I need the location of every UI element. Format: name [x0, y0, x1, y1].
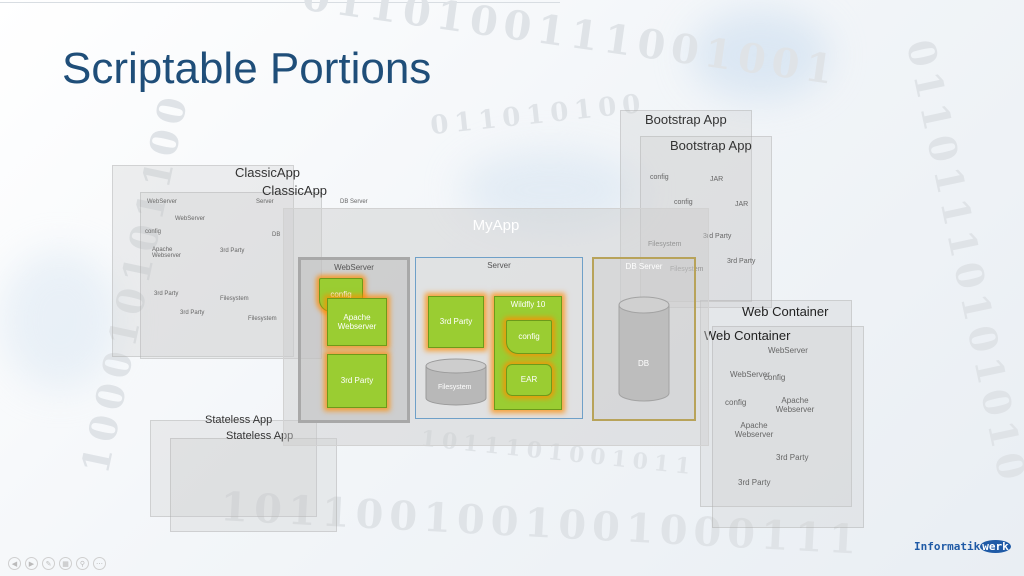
stateless-app-panel-back — [150, 420, 317, 517]
classic-app-label: 3rd Party — [220, 248, 245, 254]
background-glow-right — [690, 10, 830, 100]
bootstrap-app-title-front: Bootstrap App — [670, 138, 752, 153]
classic-app-label: DB — [272, 232, 281, 238]
classic-app-label: Apache Webserver — [152, 247, 181, 259]
classic-app-title-back: ClassicApp — [235, 165, 301, 180]
classic-app-label: WebServer — [175, 216, 205, 222]
db-cylinder — [618, 296, 670, 402]
webserver-box: WebServer config Apache Webserver 3rd Pa… — [298, 257, 410, 423]
classic-app-label: DB Server — [340, 199, 368, 205]
classic-app-label: config — [145, 229, 162, 235]
web-container-label: WebServer — [730, 370, 770, 379]
classic-app-label: WebServer — [147, 199, 177, 205]
slide-title: Scriptable Portions — [62, 44, 432, 93]
myapp-title: MyApp — [472, 217, 520, 234]
previous-slide-icon[interactable]: ◀ — [8, 557, 21, 570]
web-container-label: 3rd Party — [738, 478, 771, 487]
apache-webserver-block: Apache Webserver — [327, 298, 387, 346]
classic-app-label: 3rd Party — [154, 291, 179, 297]
web-container-label: WebServer — [768, 346, 808, 355]
web-container-title-front: Web Container — [704, 328, 791, 343]
webserver-label: WebServer — [334, 263, 374, 272]
myapp-panel: MyApp WebServer config Apache Webserver … — [283, 208, 709, 446]
bootstrap-app-label: config — [674, 199, 693, 206]
stateless-app-title-front: Stateless App — [226, 430, 294, 442]
web-container-label: 3rd Party — [776, 453, 809, 462]
bootstrap-app-title-back: Bootstrap App — [645, 112, 727, 127]
web-container-panel-front — [712, 326, 864, 528]
server-label: Server — [487, 261, 511, 270]
background-glow-left — [0, 250, 120, 390]
web-container-label: config — [725, 398, 747, 407]
db-server-label: DB Server — [625, 262, 663, 271]
filesystem-label: Filesystem — [438, 384, 472, 391]
more-options-icon[interactable]: ⋯ — [93, 557, 106, 570]
binary-inner-top: 011010100 — [429, 88, 648, 142]
web-container-label: Apache Webserver — [775, 396, 815, 414]
pen-icon[interactable]: ✎ — [42, 557, 55, 570]
bootstrap-app-label: Filesystem — [648, 241, 682, 248]
server-box: Server 3rd Party Filesystem Wildfly 10 c… — [415, 257, 583, 419]
classic-app-label: Filesystem — [220, 296, 249, 302]
bootstrap-app-label: JAR — [710, 176, 724, 183]
ear-block: EAR — [506, 364, 552, 396]
bootstrap-app-label: JAR — [735, 201, 749, 208]
bootstrap-app-panel-front — [640, 136, 772, 308]
web-container-label: config — [764, 373, 786, 382]
classic-app-label: Server — [256, 199, 274, 205]
classic-app-panel-back — [112, 165, 294, 357]
background-glow-center — [460, 150, 640, 230]
slides-grid-icon[interactable]: ▦ — [59, 557, 72, 570]
classic-app-label: 3rd Party — [180, 310, 205, 316]
classic-app-title-front: ClassicApp — [262, 183, 328, 198]
presentation-controls: ◀ ▶ ✎ ▦ ⚲ ⋯ — [8, 557, 106, 570]
db-server-box: DB Server DB — [592, 257, 696, 421]
server-third-party-block: 3rd Party — [428, 296, 484, 348]
stateless-app-title-back: Stateless App — [205, 414, 273, 426]
filesystem-cylinder — [425, 358, 487, 406]
bootstrap-app-label: config — [650, 174, 669, 181]
bootstrap-app-label: Filesystem — [670, 266, 704, 273]
binary-arc-right: 01101110101010 — [897, 35, 1024, 490]
web-container-title-back: Web Container — [742, 304, 829, 319]
web-container-label: Apache Webserver — [734, 421, 774, 439]
next-slide-icon[interactable]: ▶ — [25, 557, 38, 570]
wildfly-config-file: config — [506, 320, 552, 354]
classic-app-panel-front — [140, 192, 322, 359]
classic-app-label: Filesystem — [248, 316, 277, 322]
wildfly-label: Wildfly 10 — [510, 300, 546, 309]
db-label: DB — [638, 359, 650, 368]
bootstrap-app-label: 3rd Party — [703, 233, 732, 240]
bootstrap-app-label: 3rd Party — [727, 258, 756, 265]
top-rule — [0, 2, 560, 3]
zoom-icon[interactable]: ⚲ — [76, 557, 89, 570]
stateless-app-panel-front — [170, 438, 337, 532]
logo-text: Informatik — [914, 540, 981, 553]
webserver-third-party-block: 3rd Party — [327, 354, 387, 408]
logo-badge: werk — [980, 540, 1011, 553]
web-container-panel-back — [700, 300, 852, 507]
bootstrap-app-panel-back — [620, 110, 752, 302]
